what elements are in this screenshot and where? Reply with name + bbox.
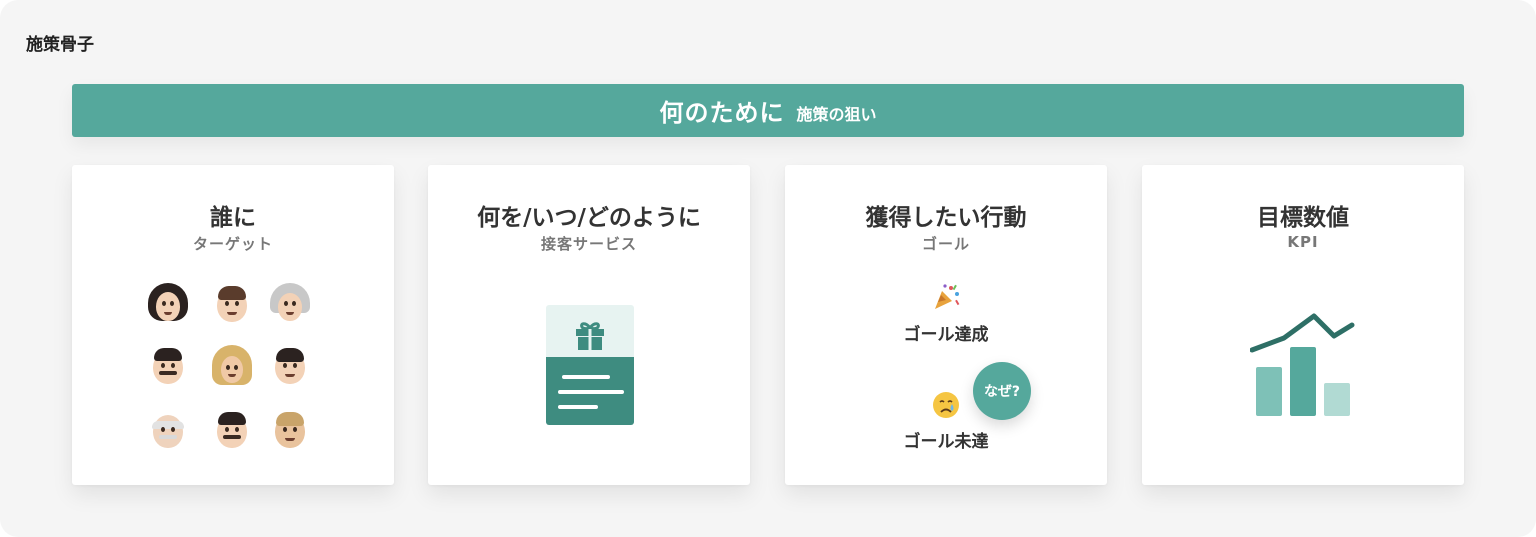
- old-woman-face-icon: [270, 283, 310, 323]
- goal-fail-label: ゴール未達: [903, 432, 989, 452]
- card-subtitle: KPI: [1287, 233, 1319, 251]
- card-title: 目標数値: [1257, 205, 1349, 231]
- card-title: 誰に: [210, 205, 256, 231]
- banner-sub-text: 施策の狙い: [796, 104, 877, 124]
- gift-icon: [576, 322, 604, 350]
- mustache-man-face-icon: [212, 409, 252, 449]
- party-popper-icon: [935, 284, 960, 309]
- kpi-trend-line: [1250, 313, 1355, 353]
- kpi-chart-icon: [1250, 313, 1355, 416]
- card-goal: 獲得したい行動 ゴール ゴール達成 ゴール未達 なぜ?: [785, 165, 1107, 485]
- card-subtitle: ターゲット: [192, 235, 273, 253]
- card-subtitle: 接客サービス: [540, 235, 637, 253]
- old-man-face-icon: [148, 409, 188, 449]
- card-target: 誰に ターゲット: [72, 165, 394, 485]
- faces-grid-icon: [148, 283, 318, 455]
- card-title: 獲得したい行動: [865, 205, 1027, 231]
- man-face-icon: [270, 345, 310, 385]
- gift-card-icon: [546, 305, 634, 425]
- goal-success-label: ゴール達成: [903, 325, 989, 345]
- card-service: 何を/いつ/どのように 接客サービス: [428, 165, 750, 485]
- card-kpi: 目標数値 KPI: [1142, 165, 1464, 485]
- card-subtitle: ゴール: [921, 235, 970, 253]
- blond-man-face-icon: [270, 409, 310, 449]
- mustache-man-face-icon: [148, 345, 188, 385]
- kpi-bar-2: [1290, 347, 1316, 416]
- banner-main-text: 何のために: [659, 99, 785, 127]
- blonde-woman-face-icon: [212, 345, 252, 385]
- crying-face-icon: [933, 392, 959, 418]
- man-face-icon: [212, 283, 252, 323]
- kpi-bar-1: [1256, 367, 1282, 416]
- purpose-banner: 何のために 施策の狙い: [72, 84, 1464, 137]
- card-title: 何を/いつ/どのように: [477, 205, 701, 231]
- woman-face-icon: [148, 283, 188, 323]
- why-bubble: なぜ?: [973, 362, 1031, 420]
- page-title: 施策骨子: [26, 35, 94, 55]
- kpi-bar-3: [1324, 383, 1350, 416]
